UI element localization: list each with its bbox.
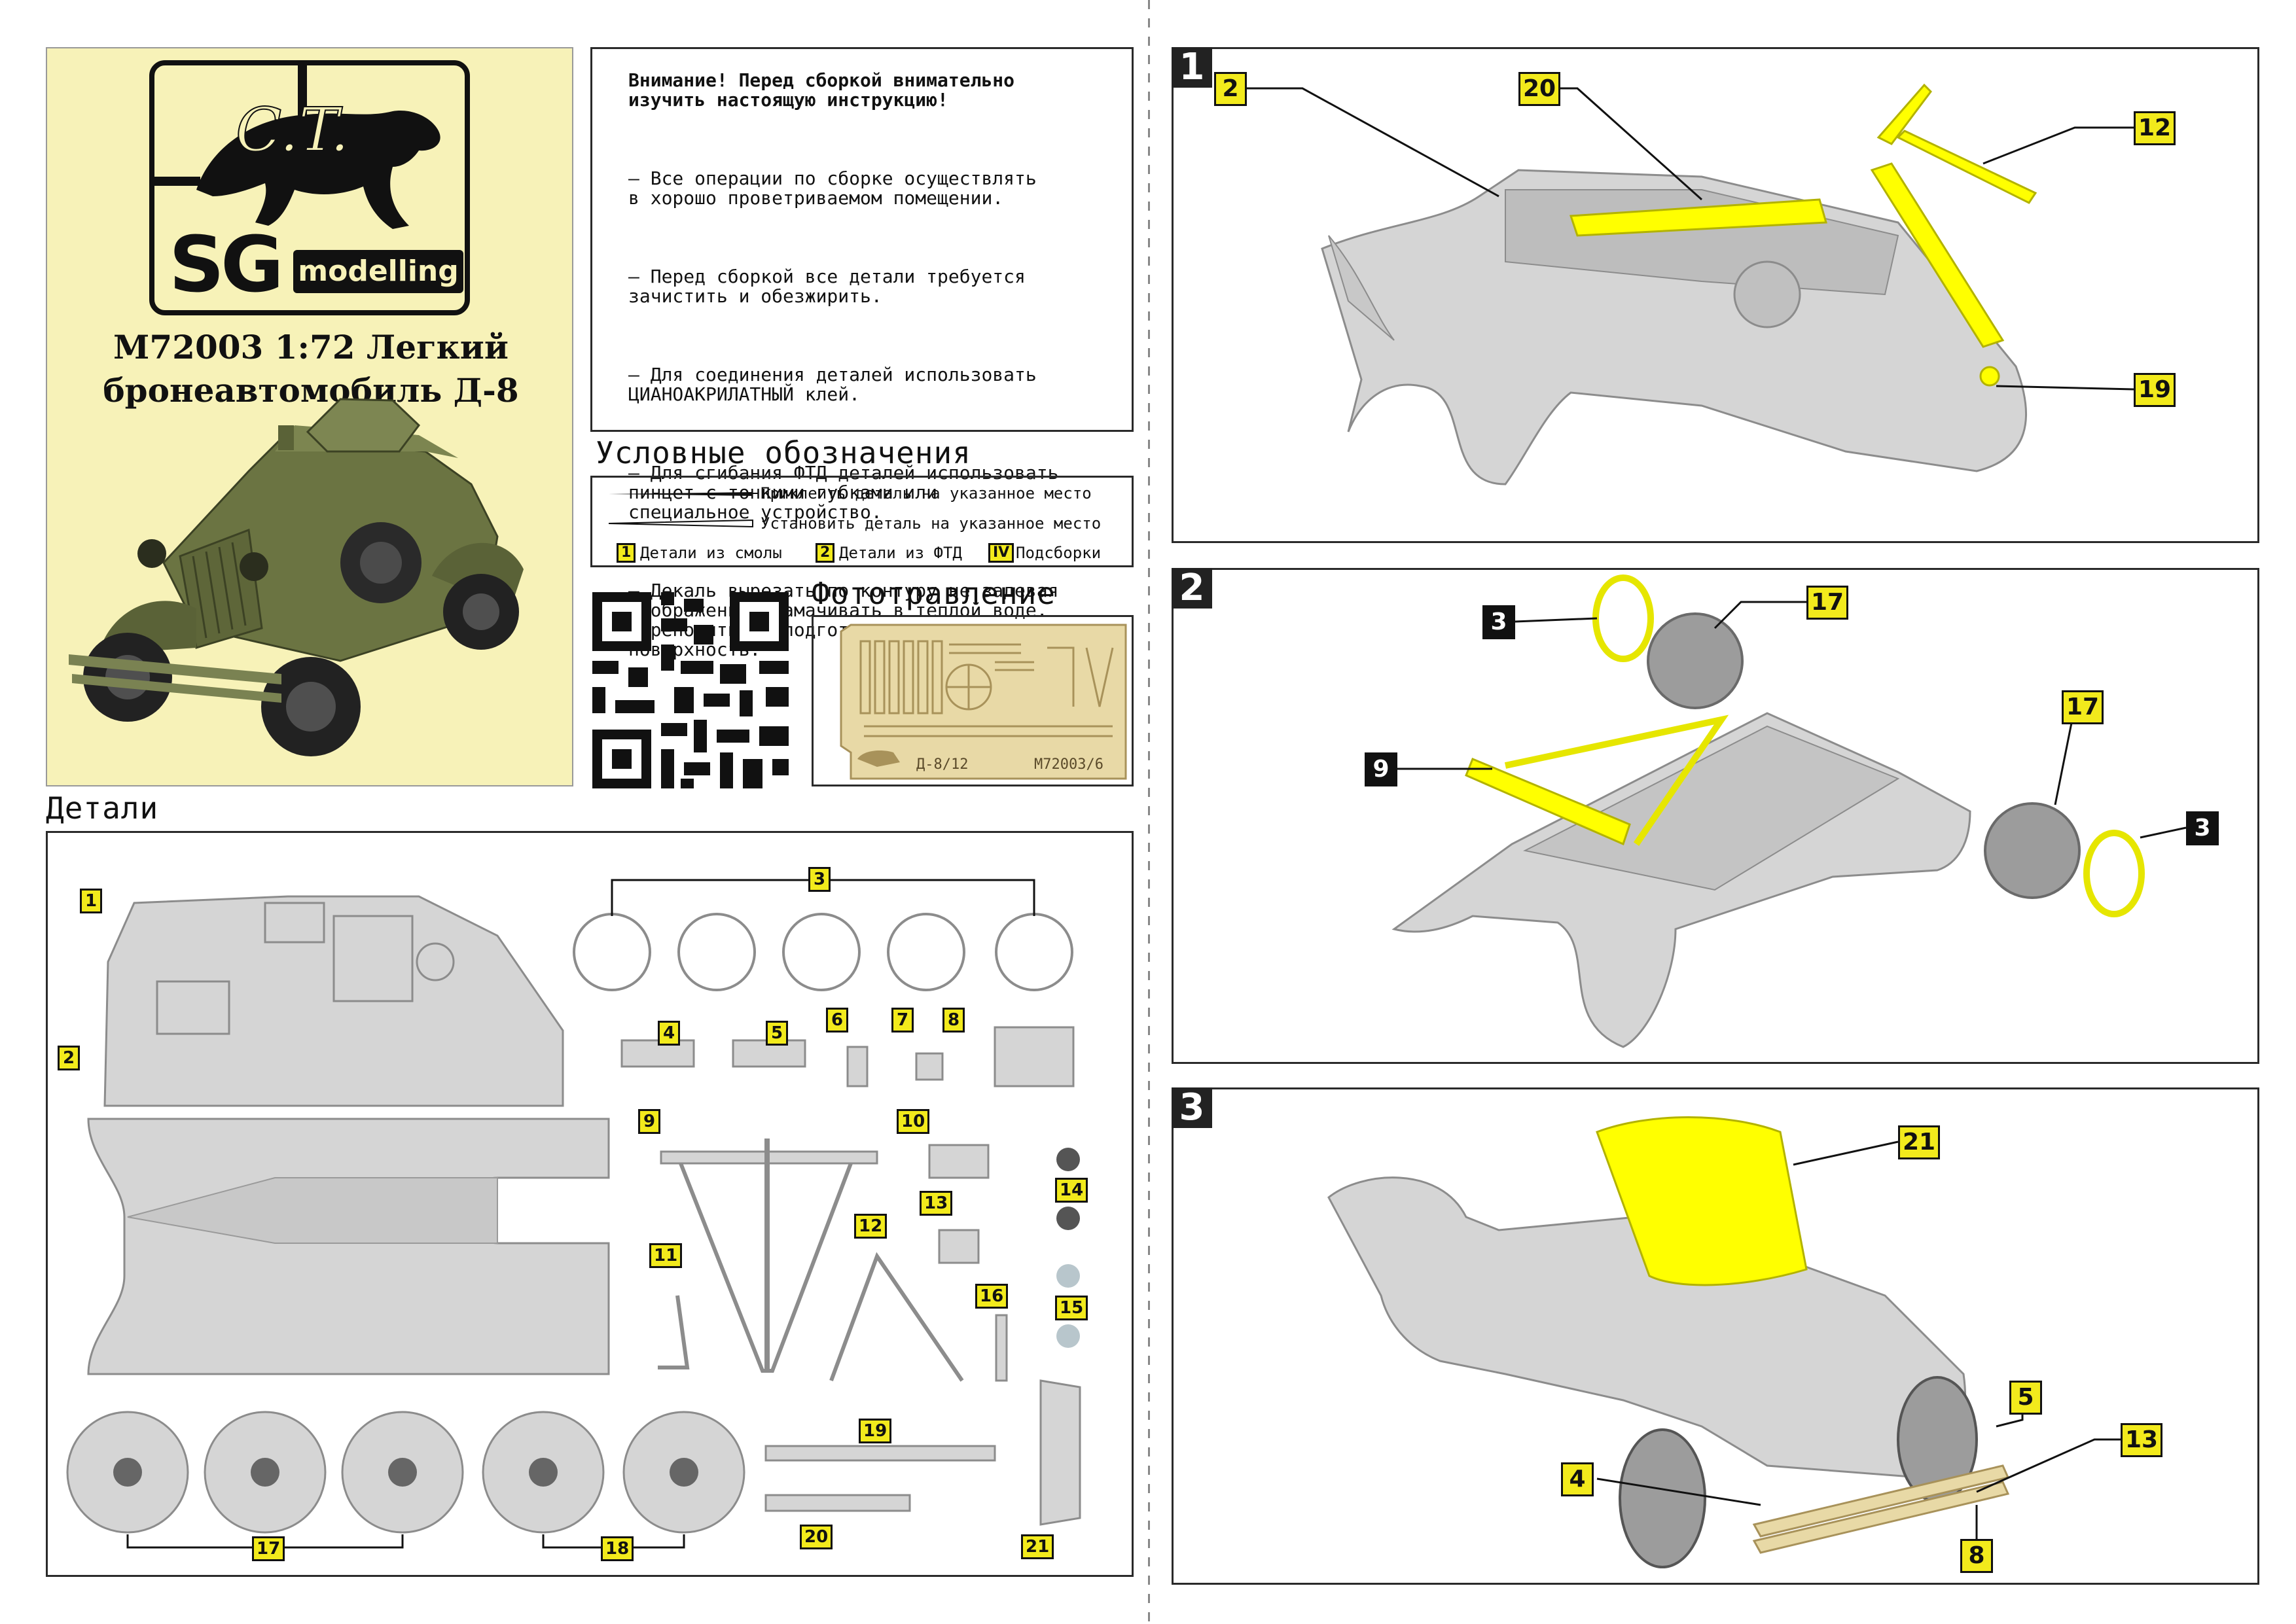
kit-title: M72003 1:72 Легкий бронеавтомобиль Д-8 bbox=[59, 326, 563, 412]
step-2-callout-9: 9 bbox=[1365, 752, 1397, 786]
photoetch-box bbox=[812, 615, 1134, 786]
legend-pe-key: 2 bbox=[816, 543, 835, 563]
parts-box bbox=[46, 831, 1134, 1577]
part-label-19: 19 bbox=[859, 1419, 892, 1443]
step-2-callout-3: 3 bbox=[1482, 605, 1515, 639]
step-3-box bbox=[1172, 1087, 2259, 1585]
photoetch-heading: Фототравление bbox=[812, 576, 1056, 611]
step-1-box bbox=[1172, 47, 2259, 543]
brand-initials: SG bbox=[169, 219, 284, 309]
part-label-8: 8 bbox=[942, 1008, 965, 1033]
legend-sub: Подсборки bbox=[1016, 544, 1102, 562]
kit-title-line1: M72003 1:72 Легкий bbox=[113, 328, 509, 366]
part-label-15: 15 bbox=[1055, 1296, 1088, 1320]
part-label-10: 10 bbox=[897, 1109, 930, 1134]
legend-pe: Детали из ФТД bbox=[839, 544, 962, 562]
step-1-callout-2: 2 bbox=[1214, 72, 1247, 106]
warning-item: – Для соединения деталей использовать ЦИ… bbox=[628, 364, 1037, 405]
part-label-3: 3 bbox=[808, 867, 831, 892]
kit-title-line2: бронеавтомобиль Д-8 bbox=[103, 371, 519, 410]
part-label-20: 20 bbox=[800, 1525, 833, 1549]
part-label-13: 13 bbox=[920, 1191, 953, 1216]
part-label-12: 12 bbox=[854, 1214, 888, 1239]
logo-frame bbox=[149, 60, 470, 315]
part-label-11: 11 bbox=[649, 1243, 683, 1268]
step-3-callout-21: 21 bbox=[1898, 1125, 1941, 1159]
part-label-4: 4 bbox=[658, 1021, 680, 1046]
step-3-number: 3 bbox=[1172, 1087, 1212, 1128]
part-label-21: 21 bbox=[1021, 1534, 1054, 1559]
legend-sub-key: IV bbox=[988, 543, 1014, 563]
warning-item: – Перед сборкой все детали требуется зач… bbox=[628, 266, 1026, 307]
part-label-16: 16 bbox=[975, 1284, 1009, 1309]
legend-place: Установить деталь на указанное место bbox=[761, 514, 1102, 533]
part-label-17: 17 bbox=[252, 1536, 285, 1561]
legend-box bbox=[590, 476, 1134, 567]
warnings-heading: Внимание! Перед сборкой внимательно изуч… bbox=[628, 69, 1015, 111]
part-label-18: 18 bbox=[601, 1536, 634, 1561]
parts-heading: Детали bbox=[46, 790, 159, 826]
part-label-7: 7 bbox=[891, 1008, 914, 1033]
step-2-number: 2 bbox=[1172, 568, 1212, 609]
brand-word: modelling bbox=[293, 250, 463, 293]
fret-label: Д-8/12 bbox=[916, 756, 969, 773]
step-1-callout-20: 20 bbox=[1518, 72, 1561, 106]
page-fold-line bbox=[1148, 0, 1150, 1624]
part-label-1: 1 bbox=[80, 889, 102, 913]
part-label-14: 14 bbox=[1055, 1178, 1088, 1203]
step-3-callout-4: 4 bbox=[1561, 1462, 1594, 1496]
legend-resin-key: 1 bbox=[617, 543, 636, 563]
legend-resin: Детали из смолы bbox=[640, 544, 782, 562]
svg-text:C.T.: C.T. bbox=[236, 95, 349, 165]
legend-heading: Условные обозначения bbox=[596, 435, 971, 470]
step-2-callout-17: 17 bbox=[1806, 586, 1849, 620]
part-label-6: 6 bbox=[826, 1008, 848, 1033]
step-2-callout-3b: 3 bbox=[2186, 811, 2219, 845]
part-label-2: 2 bbox=[58, 1046, 80, 1070]
step-2-callout-17b: 17 bbox=[2062, 690, 2104, 724]
legend-glue: Приклеить деталь на указанное место bbox=[761, 484, 1092, 503]
step-1-callout-12: 12 bbox=[2134, 111, 2176, 145]
step-2-box bbox=[1172, 568, 2259, 1064]
warning-item: – Все операции по сборке осуществлять в … bbox=[628, 168, 1037, 209]
step-1-callout-19: 19 bbox=[2134, 373, 2176, 407]
warnings-box bbox=[590, 47, 1134, 432]
fret-code: M72003/6 bbox=[1034, 756, 1103, 773]
step-3-callout-13: 13 bbox=[2121, 1423, 2163, 1457]
part-label-9: 9 bbox=[638, 1109, 660, 1134]
warning-item: – Для сгибания ФТД деталей использовать … bbox=[628, 462, 1059, 523]
step-1-number: 1 bbox=[1172, 47, 1212, 88]
step-3-callout-5: 5 bbox=[2009, 1381, 2042, 1415]
step-3-callout-8: 8 bbox=[1960, 1539, 1993, 1573]
part-label-5: 5 bbox=[766, 1021, 788, 1046]
